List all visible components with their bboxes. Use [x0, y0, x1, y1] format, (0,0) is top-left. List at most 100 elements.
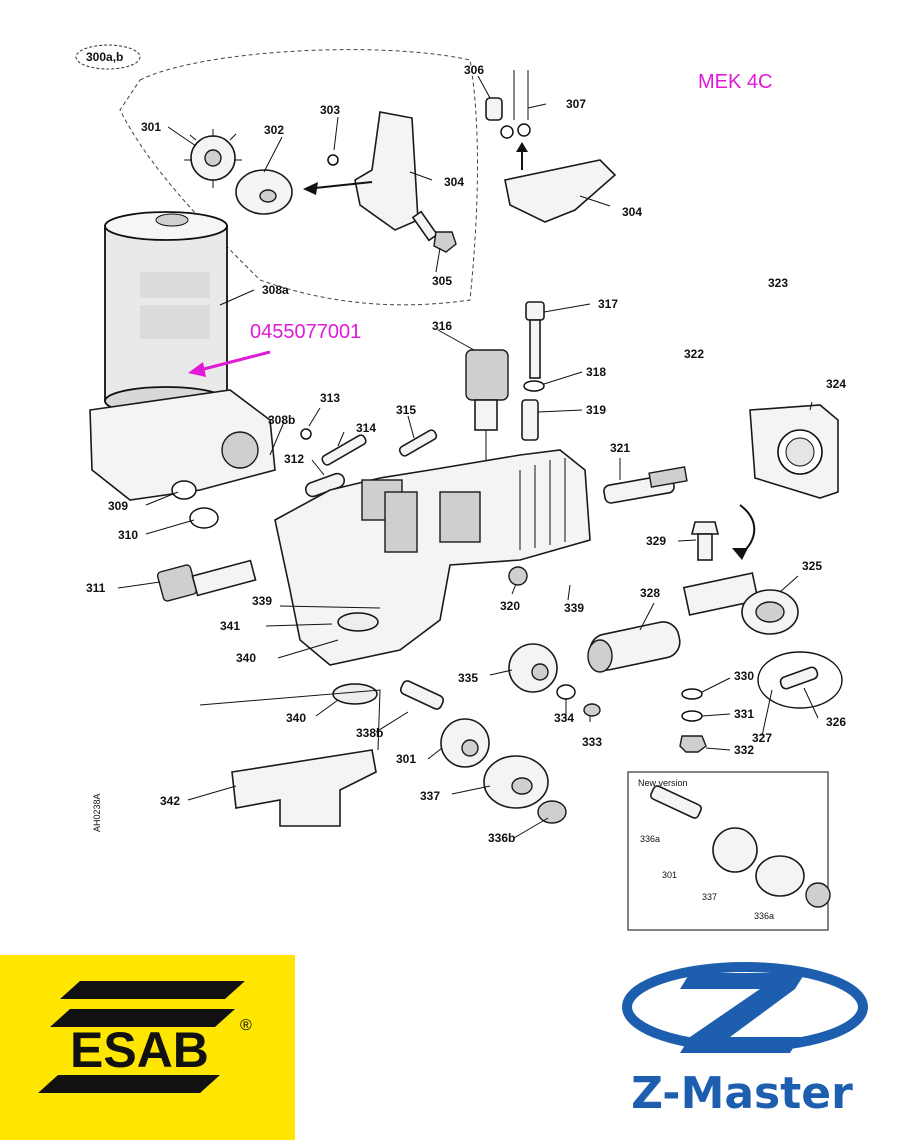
- part-337-roller: [483, 755, 549, 809]
- inset-title: New version: [638, 778, 688, 788]
- callout-arrow-head: [188, 362, 206, 377]
- main-housing: [274, 449, 591, 666]
- label-315: 315: [396, 403, 416, 417]
- callout-arrow: [199, 350, 271, 372]
- arrow-304-head: [303, 182, 318, 195]
- label-337: 337: [420, 789, 440, 803]
- arrow-up-head: [516, 142, 528, 152]
- part-340-washer-upper: [337, 612, 379, 632]
- part-336b-knob: [537, 800, 567, 824]
- esab-logo: ESAB ®: [0, 955, 295, 1140]
- label-339-right: 339: [564, 601, 584, 615]
- inset-part-301-gear: [712, 827, 758, 873]
- label-307: 307: [566, 97, 586, 111]
- label-305: 305: [432, 274, 452, 288]
- label-316: 316: [432, 319, 452, 333]
- part-308a-motor: [104, 211, 228, 416]
- part-306-sleeve: [485, 97, 503, 121]
- label-310: 310: [118, 528, 138, 542]
- part-301-gear-lower: [440, 718, 490, 768]
- label-340-lower: 340: [286, 711, 306, 725]
- inset-label-336a: 336a: [640, 834, 660, 844]
- label-302: 302: [264, 123, 284, 137]
- part-318-washer: [523, 380, 545, 392]
- housing-block-right: [439, 491, 481, 543]
- part-340-washer-lower: [332, 683, 378, 705]
- part-338b-shaft: [399, 680, 445, 710]
- part-334-washer: [556, 684, 576, 700]
- label-308a: 308a: [262, 283, 289, 297]
- leader-lines: [117, 75, 819, 839]
- label-303: 303: [320, 103, 340, 117]
- part-304-bracket: [354, 111, 419, 231]
- part-324-adapter: [749, 404, 839, 499]
- label-326: 326: [826, 715, 846, 729]
- zmaster-emblem: [622, 962, 868, 1053]
- label-312: 312: [284, 452, 304, 466]
- inset-label-336a-2: 336a: [754, 911, 774, 921]
- label-306: 306: [464, 63, 484, 77]
- label-336b: 336b: [488, 831, 515, 845]
- label-320: 320: [500, 599, 520, 613]
- part-310-washer: [189, 507, 219, 529]
- gearbox-shaft: [221, 431, 259, 469]
- part-326-pin-circle: [757, 651, 843, 709]
- part-307-springs: [500, 70, 531, 139]
- label-304-right: 304: [622, 205, 642, 219]
- label-322: 322: [684, 347, 704, 361]
- label-319: 319: [586, 403, 606, 417]
- part-313-ring: [300, 428, 312, 440]
- label-304-left: 304: [444, 175, 464, 189]
- part-332-nut: [679, 735, 707, 753]
- label-333: 333: [582, 735, 602, 749]
- label-332: 332: [734, 743, 754, 757]
- part-335-gear: [508, 643, 558, 693]
- label-334: 334: [554, 711, 574, 725]
- esab-registered-mark: ®: [240, 1017, 252, 1034]
- label-308b: 308b: [268, 413, 295, 427]
- part-309-washer: [171, 480, 197, 500]
- part-321-probe: [603, 466, 688, 504]
- label-324: 324: [826, 377, 846, 391]
- arrow-curved-head: [732, 548, 748, 560]
- label-335: 335: [458, 671, 478, 685]
- part-328-tube: [587, 621, 681, 673]
- label-339-left: 339: [252, 594, 272, 608]
- label-341: 341: [220, 619, 240, 633]
- label-313: 313: [320, 391, 340, 405]
- label-331: 331: [734, 707, 754, 721]
- part-319-sleeve: [521, 399, 539, 441]
- part-330-washer: [681, 688, 703, 700]
- label-338b: 338b: [356, 726, 383, 740]
- part-331-washer: [681, 710, 703, 722]
- arrow-curved: [739, 504, 756, 556]
- label-311: 311: [86, 581, 106, 595]
- esab-wordmark: ESAB: [70, 1022, 209, 1078]
- part-315-pin: [398, 429, 438, 457]
- part-342-gasket: [231, 749, 377, 827]
- label-340-upper: 340: [236, 651, 256, 665]
- inset-label-301: 301: [662, 870, 677, 880]
- inset-part-336a-shaft: [649, 785, 703, 819]
- part-317-bolt: [525, 301, 545, 379]
- group-300-badge: [75, 44, 141, 70]
- label-325: 325: [802, 559, 822, 573]
- label-330: 330: [734, 669, 754, 683]
- part-304-lever: [504, 159, 617, 223]
- zmaster-wordmark: Z-Master: [631, 1068, 853, 1119]
- part-number-callout: 0455077001: [250, 321, 361, 343]
- part-311-knob: [156, 559, 257, 602]
- housing-fins: [519, 458, 566, 550]
- label-328: 328: [640, 586, 660, 600]
- label-300ab: 300a,b: [86, 50, 123, 64]
- label-327: 327: [752, 731, 772, 745]
- part-302-roller: [235, 169, 293, 215]
- esab-logo-art: ESAB ®: [38, 981, 252, 1093]
- arrow-304: [314, 181, 373, 189]
- inset-part-337-roller: [755, 855, 805, 897]
- label-309: 309: [108, 499, 128, 513]
- label-342: 342: [160, 794, 180, 808]
- label-314: 314: [356, 421, 376, 435]
- figure-code: AH0238A: [92, 793, 102, 832]
